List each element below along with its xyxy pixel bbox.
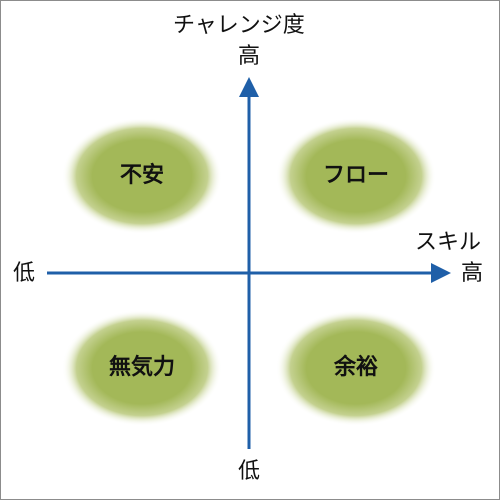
quadrant-label-anxiety: 不安 [119,163,165,188]
horizontal-axis-low-label: 低 [13,261,36,286]
horizontal-axis-arrowhead [431,263,451,283]
horizontal-axis-high-label: 高 [461,261,484,286]
quadrant-label-flow: フロー [322,163,390,188]
quadrant-label-relaxation: 余裕 [333,355,379,380]
vertical-axis-low-label: 低 [238,459,261,484]
horizontal-axis-label: スキル [415,230,482,255]
vertical-axis-high-label: 高 [238,44,261,69]
quadrant-blob-top-right [276,118,436,234]
quadrant-blob-top-left [62,118,222,234]
vertical-axis-label: チャレンジ度 [173,13,305,38]
vertical-axis-arrowhead [239,77,259,97]
quadrant-label-apathy: 無気力 [108,355,176,380]
quadrant-blob-bottom-left [62,310,222,426]
quadrant-blob-bottom-right [276,310,436,426]
